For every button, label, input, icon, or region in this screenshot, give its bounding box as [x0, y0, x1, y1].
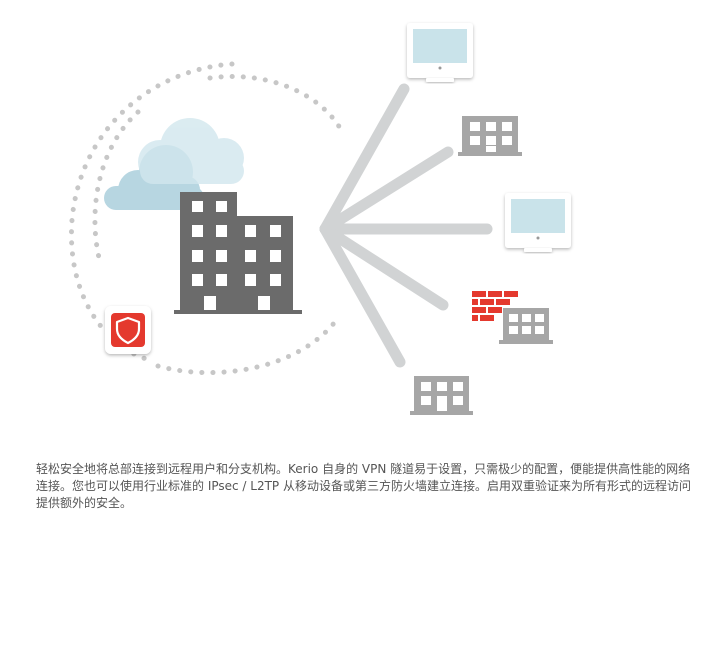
branch-building-icon	[499, 308, 553, 344]
cloud-icon	[104, 118, 244, 210]
dotted-orbit	[68, 61, 343, 376]
outer-dotted-arc	[68, 61, 235, 363]
connection-spoke-2	[319, 146, 454, 235]
headquarters-building-icon	[174, 192, 302, 314]
inner-left-dotted-arc	[92, 109, 141, 265]
bottom-dotted-arc	[155, 315, 341, 376]
description-text: 轻松安全地将总部连接到远程用户和分支机构。Kerio 自身的 VPN 隧道易于设…	[36, 462, 691, 510]
monitor-icon	[407, 23, 473, 82]
vpn-connections	[319, 83, 493, 368]
connection-spoke-5	[319, 223, 406, 368]
connection-spoke-1	[319, 83, 410, 235]
firewall-icon	[472, 291, 518, 321]
vpn-network-diagram	[68, 23, 571, 415]
connection-spoke-4	[319, 223, 449, 311]
branch-building-icon	[458, 116, 522, 156]
monitor-icon	[505, 193, 571, 252]
cloud-front	[138, 118, 244, 184]
security-shield-icon	[105, 306, 151, 354]
inner-dotted-arc	[207, 74, 343, 131]
branch-building-icon	[410, 376, 473, 415]
